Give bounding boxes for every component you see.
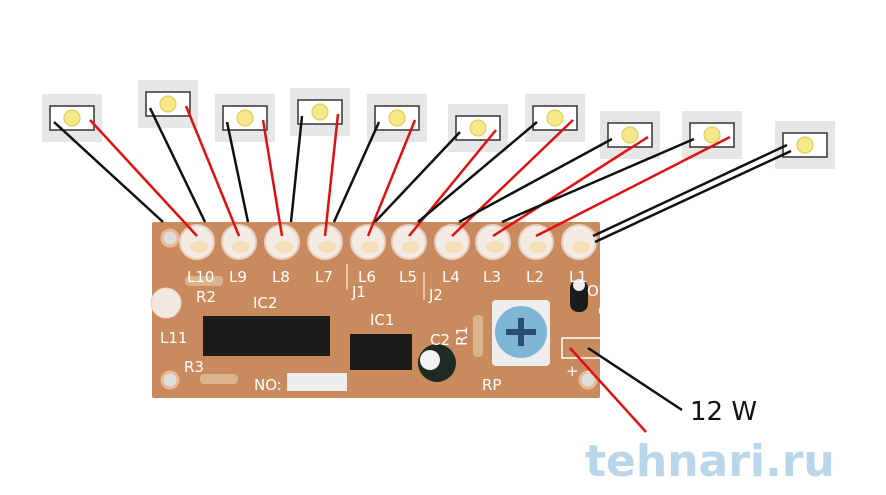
led-l8: L8	[264, 224, 300, 286]
wire-positive	[323, 113, 340, 237]
wire-positive	[184, 105, 241, 237]
led-l10: L10	[179, 224, 215, 286]
supply-wire-negative	[587, 346, 683, 412]
wire-negative	[594, 149, 792, 244]
wire-negative	[53, 121, 164, 223]
led-label: L7	[315, 268, 333, 286]
r1-resistor	[473, 315, 483, 357]
led-l7: L7	[307, 224, 343, 286]
ic1-label: IC1	[370, 311, 394, 329]
r1-label: R1	[453, 326, 471, 346]
wire-negative	[289, 115, 304, 223]
smd-led-module	[682, 111, 742, 159]
led-l4: L4	[434, 224, 470, 286]
wires	[53, 105, 792, 244]
led-l3: L3	[475, 224, 511, 286]
pcb-board: IC2 IC1 C2 R1 RP OuF C1 DC + - R2 R3 NO:…	[150, 222, 627, 398]
led-label: L6	[358, 268, 376, 286]
minus-label: -	[586, 362, 591, 380]
supply-label: 12 W	[690, 397, 757, 427]
no-label: NO:	[254, 376, 282, 394]
wire-positive	[366, 119, 417, 237]
wire-negative	[148, 107, 207, 223]
supply-wire-positive	[569, 347, 647, 433]
led-label: L10	[187, 268, 214, 286]
led-label: L8	[272, 268, 290, 286]
led-l2: L2	[518, 224, 554, 286]
wire-negative	[332, 121, 381, 223]
l11-label: L11	[160, 329, 187, 347]
led-label: L1	[569, 268, 587, 286]
j2-label: J2	[428, 286, 443, 304]
r2-resistor	[185, 276, 223, 286]
smd-led-module	[367, 94, 427, 142]
r3-resistor	[200, 374, 238, 384]
smd-led-module	[138, 80, 198, 128]
c2-label: C2	[430, 331, 450, 349]
r3-label: R3	[184, 358, 204, 376]
led-l9: L9	[221, 224, 257, 286]
c1-label: C1	[598, 302, 618, 320]
ic2-label: IC2	[253, 294, 277, 312]
wire-positive	[492, 135, 649, 238]
led-l6: L6	[350, 224, 386, 286]
wire-negative	[501, 137, 695, 224]
led-l1: L1	[561, 224, 597, 286]
wire-negative	[225, 121, 250, 223]
led-label: L5	[399, 268, 417, 286]
wire-negative	[417, 121, 538, 223]
watermark: tehnari.ru	[585, 436, 835, 487]
led-label: L9	[229, 268, 247, 286]
led-label: L3	[483, 268, 501, 286]
wire-positive	[535, 135, 731, 238]
serial-box	[287, 373, 347, 391]
led-label: L2	[526, 268, 544, 286]
ic1-chip	[350, 334, 412, 370]
smd-led-module	[42, 94, 102, 142]
wire-negative	[374, 131, 461, 223]
smd-led-module	[290, 88, 350, 136]
plus-label: +	[566, 362, 579, 380]
smd-led-module	[775, 121, 835, 169]
j1-label: J1	[351, 283, 366, 301]
dc-label: DC	[609, 342, 627, 364]
rp-label: RP	[482, 376, 501, 394]
c1-value: OuF	[587, 282, 617, 300]
wire-negative	[458, 137, 613, 224]
smd-led-module	[600, 111, 660, 159]
led-l11	[150, 287, 182, 319]
smd-led-strips	[42, 80, 835, 169]
led-label: L4	[442, 268, 460, 286]
led-l5: L5	[391, 224, 427, 286]
ic2-chip	[203, 316, 330, 356]
r2-label: R2	[196, 288, 216, 306]
wire-positive	[89, 119, 198, 237]
smd-led-module	[448, 104, 508, 152]
wire-negative	[592, 143, 788, 238]
wire-positive	[261, 119, 284, 237]
wire-positive	[451, 119, 574, 237]
smd-led-module	[525, 94, 585, 142]
